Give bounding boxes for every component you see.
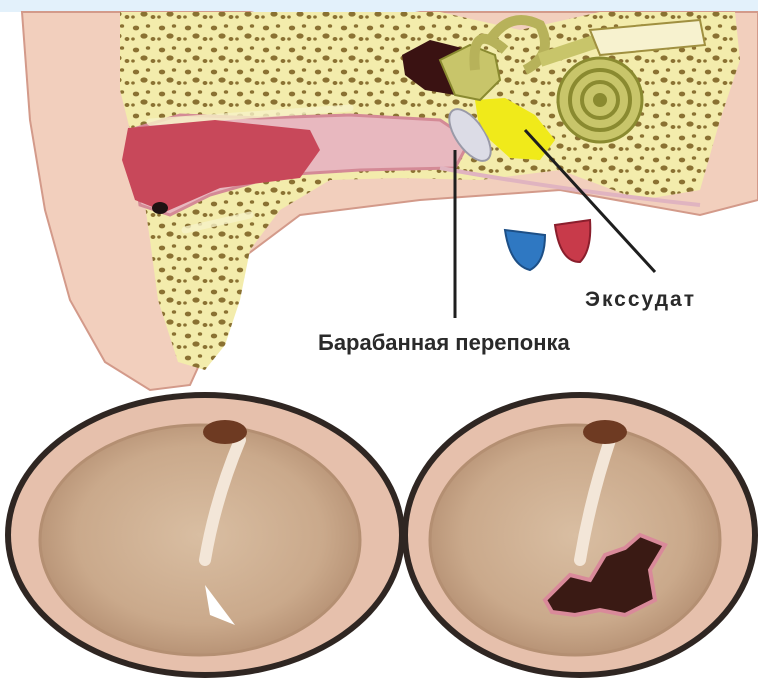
eardrum-label: Барабанная перепонка bbox=[318, 330, 570, 356]
vein bbox=[505, 230, 545, 270]
exudate-label: Экссудат bbox=[585, 288, 696, 312]
eardrum-view-left bbox=[5, 392, 405, 678]
eardrum-view-right bbox=[402, 392, 758, 678]
cochlea bbox=[558, 58, 642, 142]
artery bbox=[555, 220, 590, 262]
top-band bbox=[0, 0, 758, 12]
